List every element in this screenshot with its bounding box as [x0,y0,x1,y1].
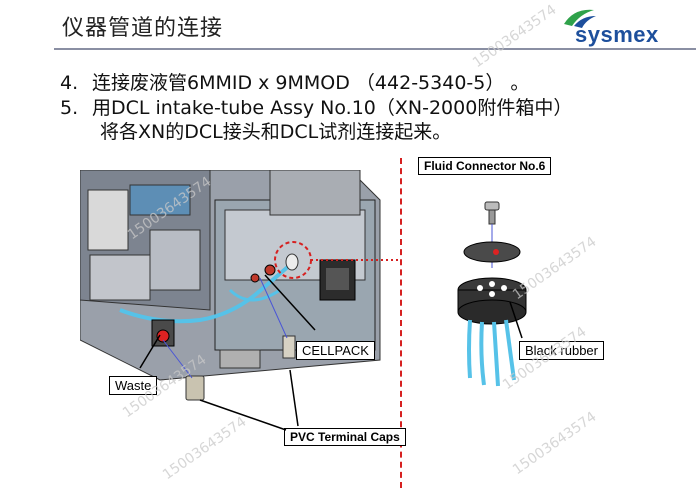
title-divider [54,48,696,50]
pvc-leader-lines [199,369,299,431]
instrument-rear-illustration [80,170,400,401]
watermark-7: 15003643574 [510,408,600,479]
step-4-number: 4. [60,72,79,94]
fluid-connector-label: Fluid Connector No.6 [418,157,552,175]
step-5-continuation: 将各XN的DCL接头和DCL试剂连接起来。 [100,121,452,143]
page-title: 仪器管道的连接 [62,16,224,41]
sysmex-logo-icon [564,9,596,28]
step-5: 5. 用DCL intake-tube Assy No.10（XN-2000附件箱… [60,93,572,120]
step-5-number: 5. [60,97,79,119]
detail-divider [400,158,402,488]
step-5-text: 用DCL intake-tube Assy No.10（XN-2000附件箱中） [92,97,573,119]
cellpack-label: CELLPACK [296,341,375,360]
waste-label: Waste [109,376,158,395]
step-4-text: 连接废液管6MMID x 9MMOD （442-5340-5） 。 [92,72,530,94]
fluid-connector-detail [457,201,527,387]
black-rubber-label: Black rubber [519,341,604,360]
pvc-caps-label: PVC Terminal Caps [284,428,406,446]
sysmex-logo: sysmex [575,22,659,47]
step-4: 4. 连接废液管6MMID x 9MMOD （442-5340-5） 。 [60,68,529,95]
watermark-1: 15003643574 [470,1,560,72]
